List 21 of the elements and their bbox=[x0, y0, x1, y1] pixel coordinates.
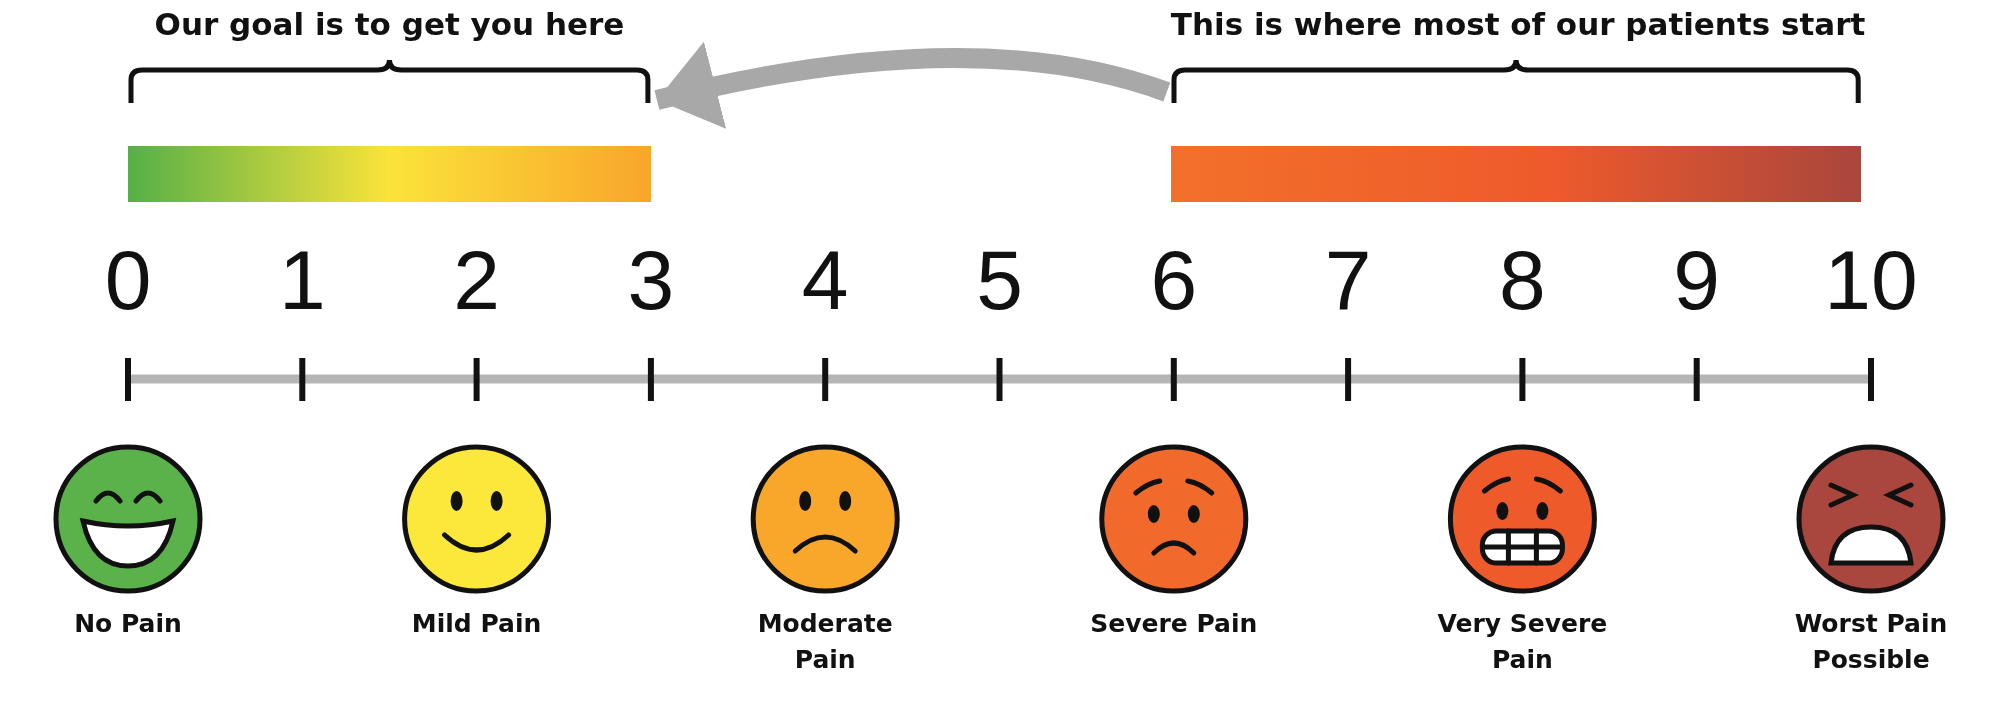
gradient-bar bbox=[1170, 146, 1861, 202]
pain-level-caption: Moderate Pain bbox=[756, 608, 894, 676]
scale-number: 2 bbox=[453, 238, 500, 322]
scale-number: 10 bbox=[1824, 238, 1918, 322]
pain-level-caption: Worst Pain Possible bbox=[1793, 608, 1949, 676]
scale-number: 0 bbox=[104, 238, 152, 322]
pain-level-caption: Severe Pain bbox=[1089, 608, 1259, 640]
gradient-bar bbox=[128, 146, 651, 202]
pain-level-caption: No Pain bbox=[73, 608, 183, 640]
scale-number: 3 bbox=[627, 238, 675, 322]
scale-number: 7 bbox=[1324, 238, 1372, 322]
scale-number: 6 bbox=[1150, 238, 1198, 322]
scale-number: 9 bbox=[1673, 238, 1721, 322]
range-heading: Our goal is to get you here bbox=[153, 6, 626, 42]
scale-number: 4 bbox=[801, 238, 849, 322]
scale-number: 5 bbox=[976, 238, 1023, 322]
curved-arrow bbox=[654, 42, 1170, 130]
pain-level-caption: Very Severe Pain bbox=[1436, 608, 1609, 676]
scale-number: 8 bbox=[1499, 238, 1546, 322]
pain-level-caption: Mild Pain bbox=[410, 608, 543, 640]
scale-number: 1 bbox=[278, 238, 326, 322]
